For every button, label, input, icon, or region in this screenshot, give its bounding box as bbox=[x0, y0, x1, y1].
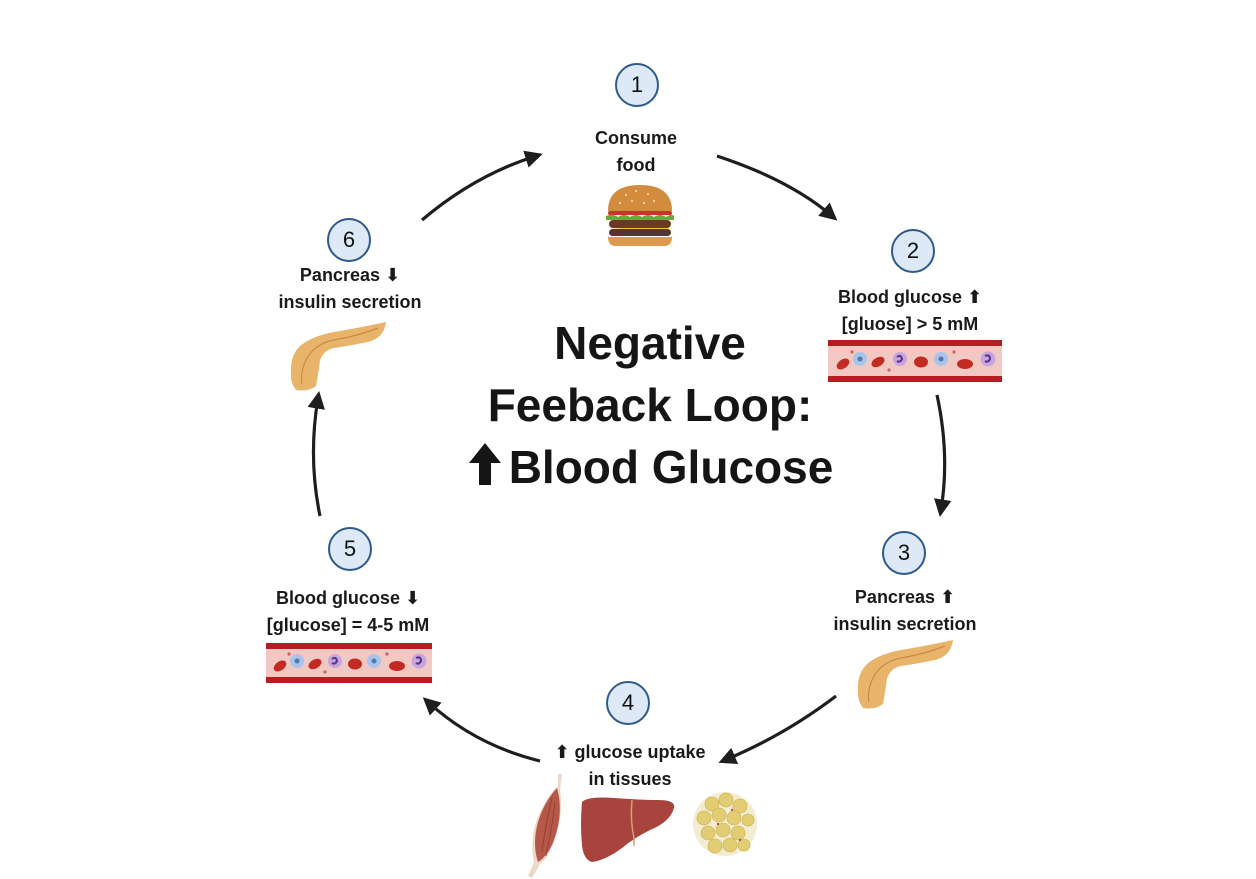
step-2-line-1: Blood glucose ⬆ bbox=[837, 287, 983, 307]
step-6-number: 6 bbox=[327, 218, 371, 262]
step-2-label: Blood glucose ⬆ [gluose] > 5 mM bbox=[810, 284, 1010, 338]
title-line-3: Blood Glucose bbox=[440, 436, 860, 498]
diagram-title: Negative Feeback Loop: Blood Glucose bbox=[440, 312, 860, 498]
step-2-line-2: [gluose] > 5 mM bbox=[841, 314, 979, 334]
burger-icon bbox=[606, 185, 674, 246]
title-line-2: Feeback Loop: bbox=[487, 379, 813, 431]
step-5-number: 5 bbox=[328, 527, 372, 571]
step-5-label: Blood glucose ⬇ [glucose] = 4-5 mM bbox=[248, 585, 448, 639]
arrow-5-to-6 bbox=[307, 391, 325, 517]
arrow-3-to-4 bbox=[718, 694, 837, 765]
muscle-icon bbox=[528, 774, 562, 878]
arrow-4-to-5 bbox=[422, 697, 541, 763]
adipose-tissue-icon bbox=[693, 792, 757, 856]
pancreas-icon bbox=[290, 322, 386, 391]
pancreas-icon bbox=[857, 640, 953, 709]
arrow-6-to-1 bbox=[420, 150, 543, 222]
step-6-label: Pancreas ⬇ insulin secretion bbox=[250, 262, 450, 316]
step-3-line-2: insulin secretion bbox=[833, 614, 977, 634]
blood-vessel-icon bbox=[828, 340, 1002, 382]
step-3-line-1: Pancreas ⬆ bbox=[854, 587, 956, 607]
title-line-3-text: Blood Glucose bbox=[508, 441, 834, 493]
step-5-line-2: [glucose] = 4-5 mM bbox=[266, 615, 430, 635]
step-4-line-2: in tissues bbox=[588, 769, 672, 789]
step-6-line-2: insulin secretion bbox=[278, 292, 422, 312]
step-3-number: 3 bbox=[882, 531, 926, 575]
step-6-line-1: Pancreas ⬇ bbox=[299, 265, 401, 285]
step-3-label: Pancreas ⬆ insulin secretion bbox=[805, 584, 1005, 638]
step-4-label: ⬆ glucose uptake in tissues bbox=[530, 739, 730, 793]
step-2-number: 2 bbox=[891, 229, 935, 273]
step-4-line-1: ⬆ glucose uptake bbox=[554, 742, 706, 762]
step-1-label: Consume food bbox=[556, 125, 716, 179]
step-1-line-2: food bbox=[616, 155, 656, 175]
up-arrow-icon bbox=[468, 443, 501, 485]
arrow-1-to-2 bbox=[716, 154, 838, 221]
liver-icon bbox=[581, 797, 675, 862]
arrow-2-to-3 bbox=[934, 394, 952, 517]
title-line-1: Negative bbox=[554, 317, 746, 369]
step-4-number: 4 bbox=[606, 681, 650, 725]
step-1-line-1: Consume bbox=[594, 128, 677, 148]
step-5-line-1: Blood glucose ⬇ bbox=[275, 588, 421, 608]
blood-vessel-icon bbox=[266, 643, 432, 683]
step-1-number: 1 bbox=[615, 63, 659, 107]
